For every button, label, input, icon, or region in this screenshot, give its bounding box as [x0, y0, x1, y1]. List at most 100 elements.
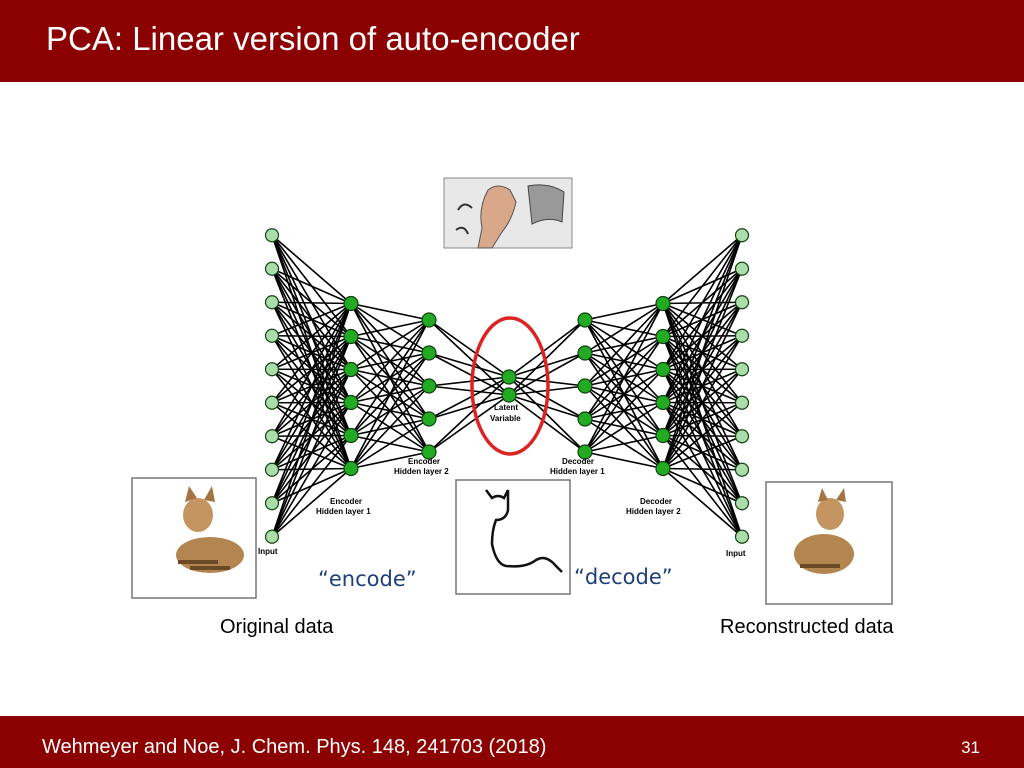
- network-edge: [662, 234, 743, 337]
- network-edge: [428, 319, 510, 378]
- slide-footer: Wehmeyer and Noe, J. Chem. Phys. 148, 24…: [0, 716, 1024, 768]
- network-edge: [584, 434, 664, 453]
- network-node: [655, 394, 671, 411]
- network-node: [264, 261, 280, 276]
- network-node: [264, 362, 280, 377]
- network-edge: [662, 467, 743, 471]
- autoencoder-diagram: Encoder Hidden layer 2 Encoder Hidden la…: [131, 177, 893, 605]
- network-edge: [584, 302, 664, 321]
- encoder-hidden-layer-1-label-line1: Encoder: [330, 497, 362, 506]
- network-edge: [662, 234, 743, 305]
- encoder-hidden-layer-2-label-line2: Hidden layer 2: [394, 467, 449, 476]
- network-node: [577, 312, 593, 328]
- network-edge: [271, 268, 352, 305]
- network-node: [577, 378, 593, 394]
- network-edge: [508, 319, 586, 378]
- network-edge: [271, 467, 352, 538]
- network-edge: [662, 368, 743, 469]
- network-edge: [271, 336, 352, 538]
- network-edge: [271, 369, 352, 538]
- network-node: [421, 378, 437, 394]
- network-edge: [662, 467, 743, 538]
- network-edge: [271, 301, 352, 305]
- network-node: [343, 460, 359, 477]
- network-edge: [662, 335, 743, 469]
- network-node: [501, 387, 517, 403]
- network-node: [343, 328, 359, 345]
- network-node: [343, 295, 359, 312]
- network-edge: [584, 302, 664, 387]
- slide-header: PCA: Linear version of auto-encoder: [0, 0, 1024, 82]
- encoder-hidden-layer-1-label-line2: Hidden layer 1: [316, 507, 371, 516]
- network-edge: [662, 234, 743, 469]
- network-edge: [508, 394, 586, 453]
- encoder-hidden-layer-2-label-line1: Encoder: [408, 457, 440, 466]
- latent-cat-sketch-image: [455, 479, 571, 595]
- encode-label: “encode”: [318, 567, 417, 591]
- network-edge: [271, 303, 352, 404]
- network-node: [264, 462, 280, 477]
- output-layer-label: Input: [726, 549, 746, 558]
- network-node: [734, 529, 750, 544]
- network-node: [577, 411, 593, 427]
- reconstructed-cat-image: [765, 481, 893, 605]
- network-edge: [350, 319, 430, 436]
- network-edge: [584, 368, 664, 453]
- network-edge: [428, 352, 510, 378]
- network-node: [734, 462, 750, 477]
- decoder-hidden-layer-2-label-line1: Decoder: [640, 497, 672, 506]
- input-layer-label: Input: [258, 547, 278, 556]
- network-node: [264, 496, 280, 511]
- network-nodes: [264, 228, 750, 544]
- decoder-hidden-layer-1-label-line1: Decoder: [562, 457, 594, 466]
- network-edge: [271, 302, 352, 337]
- network-edge: [271, 303, 352, 437]
- network-edge: [271, 303, 352, 504]
- network-edge: [350, 319, 430, 469]
- network-edge: [584, 451, 664, 470]
- network-node: [264, 395, 280, 410]
- network-edge: [508, 319, 586, 396]
- network-node: [655, 427, 671, 444]
- latent-variable-label-line1: Latent: [494, 403, 518, 412]
- network-node: [734, 328, 750, 343]
- network-edge: [350, 319, 430, 404]
- original-data-caption: Original data: [220, 616, 334, 638]
- network-node: [343, 394, 359, 411]
- network-edge: [271, 402, 352, 538]
- network-edge: [271, 303, 352, 538]
- network-edge: [350, 352, 430, 469]
- network-edge: [662, 301, 743, 469]
- network-node: [734, 228, 750, 243]
- network-edge: [662, 435, 743, 470]
- network-edges: [271, 234, 743, 538]
- network-node: [421, 312, 437, 328]
- page-number: 31: [961, 738, 980, 757]
- network-edge: [428, 385, 510, 396]
- network-node: [343, 427, 359, 444]
- network-edge: [350, 451, 430, 470]
- network-edge: [350, 319, 430, 338]
- network-edge: [584, 303, 664, 453]
- decode-label: “decode”: [574, 565, 673, 589]
- network-edge: [662, 234, 743, 370]
- network-node: [734, 429, 750, 444]
- original-cat-image: [131, 477, 257, 599]
- network-edge: [350, 385, 430, 470]
- network-node: [734, 261, 750, 276]
- network-edge: [584, 401, 664, 453]
- network-node: [734, 295, 750, 310]
- network-edge: [271, 302, 352, 370]
- reconstructed-data-caption: Reconstructed data: [720, 616, 894, 638]
- network-edge: [428, 376, 510, 453]
- network-edge: [350, 302, 430, 321]
- network-edge: [350, 319, 430, 371]
- network-node: [264, 328, 280, 343]
- network-edge: [428, 352, 510, 396]
- decoder-hidden-layer-1-label-line2: Hidden layer 1: [550, 467, 605, 476]
- network-node: [264, 529, 280, 544]
- network-edge: [271, 435, 352, 538]
- network-node: [734, 362, 750, 377]
- network-edge: [584, 302, 664, 354]
- network-edge: [662, 402, 743, 470]
